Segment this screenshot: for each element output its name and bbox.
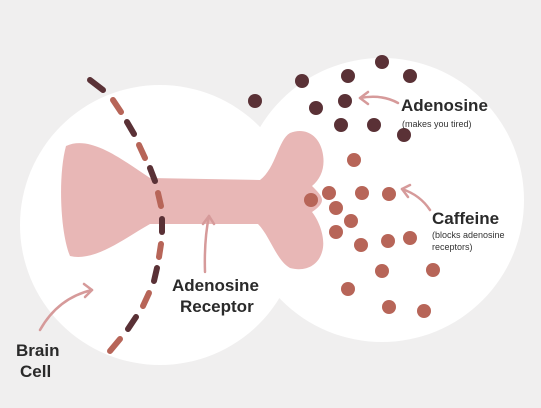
cell-body-right: [240, 58, 524, 342]
adenosine-molecule: [375, 55, 389, 69]
membrane-dash: [125, 314, 139, 332]
membrane-dash: [156, 241, 164, 260]
caffeine-molecule: [322, 186, 336, 200]
receptor-arrow: [203, 214, 211, 274]
adenosine-label: Adenosine: [401, 96, 488, 115]
receptor-arrow-head: [201, 214, 216, 226]
membrane-dash: [136, 142, 148, 161]
caffeine-molecule: [403, 231, 417, 245]
membrane-dash: [107, 336, 123, 354]
caffeine-arrow: [400, 187, 432, 212]
caffeine-molecule: [381, 234, 395, 248]
adenosine-molecule: [338, 94, 352, 108]
pointer-arrows: [38, 90, 432, 332]
caffeine-molecule: [329, 225, 343, 239]
brain-cell-label-line2: Cell: [20, 362, 52, 381]
adenosine-molecule: [309, 101, 323, 115]
caffeine-molecule: [382, 300, 396, 314]
caffeine-label: Caffeine: [432, 209, 500, 228]
receptor-label-line2: Receptor: [180, 297, 254, 316]
adenosine-note: (makes you tired): [402, 119, 472, 129]
membrane-dash: [110, 97, 124, 115]
adenosine-molecule: [295, 74, 309, 88]
caffeine-molecule: [426, 263, 440, 277]
caffeine-note-line2: receptors): [432, 242, 473, 252]
membrane-dash: [124, 119, 137, 137]
adenosine-molecule: [367, 118, 381, 132]
adenosine-molecules: [248, 55, 417, 142]
brain-cell-arrow: [38, 288, 94, 332]
adenosine-arrow: [358, 95, 400, 105]
membrane-dash: [87, 77, 106, 93]
receptor-label-line1: Adenosine: [172, 276, 259, 295]
caffeine-molecule: [355, 186, 369, 200]
adenosine-molecule: [341, 69, 355, 83]
adenosine-molecule: [403, 69, 417, 83]
caffeine-molecule: [354, 238, 368, 252]
caffeine-note-line1: (blocks adenosine: [432, 230, 505, 240]
caffeine-molecule: [341, 282, 355, 296]
membrane-dash: [151, 265, 160, 284]
caffeine-arrow-head: [400, 183, 412, 199]
caffeine-molecule: [375, 264, 389, 278]
brain-cell-label-line1: Brain: [16, 341, 60, 360]
caffeine-molecule: [382, 187, 396, 201]
adenosine-molecule: [334, 118, 348, 132]
membrane-dash: [147, 165, 158, 184]
caffeine-molecules: [304, 153, 440, 318]
brain-cell-arrow-head: [82, 282, 94, 299]
caffeine-molecule: [417, 304, 431, 318]
adenosine-receptor-shape: [61, 130, 324, 270]
membrane-dash: [140, 290, 152, 309]
caffeine-molecule: [329, 201, 343, 215]
adenosine-molecule: [248, 94, 262, 108]
caffeine-molecule: [347, 153, 361, 167]
adenosine-molecule: [397, 128, 411, 142]
cell-membrane: [87, 77, 165, 354]
caffeine-molecule: [304, 193, 318, 207]
membrane-dash: [155, 190, 164, 209]
adenosine-arrow-head: [358, 90, 370, 106]
caffeine-molecule: [344, 214, 358, 228]
